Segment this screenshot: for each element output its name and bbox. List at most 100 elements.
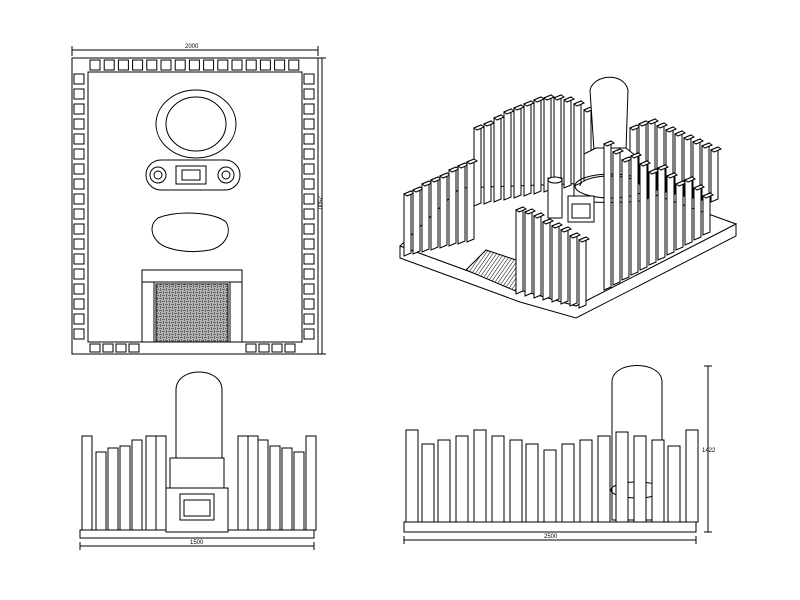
- iso-post-top: [525, 209, 535, 214]
- iso-post-face: [474, 125, 481, 206]
- front-post: [96, 452, 106, 530]
- iso-post-face: [534, 213, 541, 298]
- plan-block: [74, 239, 84, 249]
- front-post: [270, 446, 280, 530]
- iso-right-post: [667, 173, 677, 255]
- iso-post-top: [494, 115, 504, 120]
- iso-post-face: [561, 227, 568, 304]
- iso-post-face: [604, 141, 611, 290]
- iso-post-top: [631, 153, 641, 158]
- iso-post-face: [640, 161, 647, 270]
- front-post: [120, 446, 130, 530]
- iso-post-face: [449, 167, 456, 246]
- iso-front-post: [561, 227, 571, 304]
- iso-post-top: [667, 173, 677, 178]
- iso-left-post: [431, 177, 441, 250]
- front-post: [258, 440, 268, 530]
- iso-post-face: [554, 95, 561, 190]
- side-post: [652, 440, 664, 522]
- plan-block: [304, 239, 314, 249]
- plan-block: [272, 344, 282, 352]
- plan-block: [104, 60, 114, 70]
- iso-post-top: [524, 101, 534, 106]
- iso-front-post: [543, 219, 553, 300]
- iso-back-post: [693, 139, 703, 198]
- iso-right-post: [703, 193, 713, 235]
- iso-post-face: [622, 157, 629, 280]
- iso-post-top: [504, 109, 514, 114]
- iso-left-post: [422, 181, 432, 252]
- front-post: [82, 436, 92, 530]
- iso-back-post: [574, 101, 584, 186]
- iso-post-face: [676, 181, 683, 250]
- plan-entrance: [142, 270, 242, 342]
- plan-block: [74, 104, 84, 114]
- iso-back-post: [564, 97, 574, 188]
- iso-post-face: [613, 149, 620, 285]
- front-post: [294, 452, 304, 530]
- iso-post-face: [440, 173, 447, 248]
- front-width-label: 1500: [190, 540, 204, 546]
- plan-view: 2000 2500: [72, 44, 326, 354]
- plan-block: [74, 119, 84, 129]
- plan-block: [304, 164, 314, 174]
- iso-post-top: [658, 165, 668, 170]
- iso-post-top: [516, 207, 526, 212]
- isometric-view: [400, 77, 736, 318]
- side-post: [474, 430, 486, 522]
- front-post: [282, 448, 292, 530]
- plan-block: [304, 299, 314, 309]
- iso-post-top: [657, 123, 667, 128]
- iso-right-post: [622, 157, 632, 280]
- plan-block: [204, 60, 214, 70]
- iso-post-face: [534, 97, 541, 194]
- iso-post-top: [666, 127, 676, 132]
- iso-post-top: [484, 121, 494, 126]
- iso-post-top: [544, 95, 554, 100]
- iso-back-post: [484, 121, 494, 204]
- side-post: [510, 440, 522, 522]
- side-width-label: 2500: [544, 534, 558, 540]
- side-post: [438, 440, 450, 522]
- iso-post-face: [649, 169, 656, 265]
- iso-post-top: [579, 237, 589, 242]
- side-width-dimension: 2500: [404, 534, 696, 544]
- plan-block: [304, 89, 314, 99]
- iso-post-top: [702, 143, 712, 148]
- iso-post-face: [685, 177, 692, 245]
- iso-post-face: [570, 233, 577, 306]
- iso-back-fence: [474, 95, 721, 206]
- plan-block: [133, 60, 143, 70]
- iso-post-face: [631, 153, 638, 275]
- iso-post-top: [675, 131, 685, 136]
- front-post: [248, 436, 258, 530]
- plan-block: [74, 89, 84, 99]
- iso-post-face: [703, 193, 710, 235]
- iso-post-top: [570, 233, 580, 238]
- front-post: [146, 436, 156, 530]
- iso-post-face: [404, 191, 411, 256]
- plan-width-label: 2000: [185, 44, 199, 50]
- front-post: [108, 448, 118, 530]
- iso-post-face: [564, 97, 571, 188]
- iso-left-post: [458, 163, 468, 244]
- iso-post-face: [484, 121, 491, 204]
- iso-front-post: [534, 213, 544, 298]
- plan-block: [116, 344, 126, 352]
- iso-back-post: [504, 109, 514, 200]
- plan-block: [304, 329, 314, 339]
- plan-block: [304, 74, 314, 84]
- iso-post-face: [516, 207, 523, 294]
- side-post: [634, 436, 646, 522]
- side-post: [598, 436, 610, 522]
- iso-post-face: [702, 143, 709, 200]
- plan-block: [129, 344, 139, 352]
- side-post: [422, 444, 434, 522]
- iso-post-top: [543, 219, 553, 224]
- plan-block: [74, 209, 84, 219]
- side-post: [406, 430, 418, 522]
- plan-block: [118, 60, 128, 70]
- plan-block: [74, 299, 84, 309]
- iso-post-top: [552, 223, 562, 228]
